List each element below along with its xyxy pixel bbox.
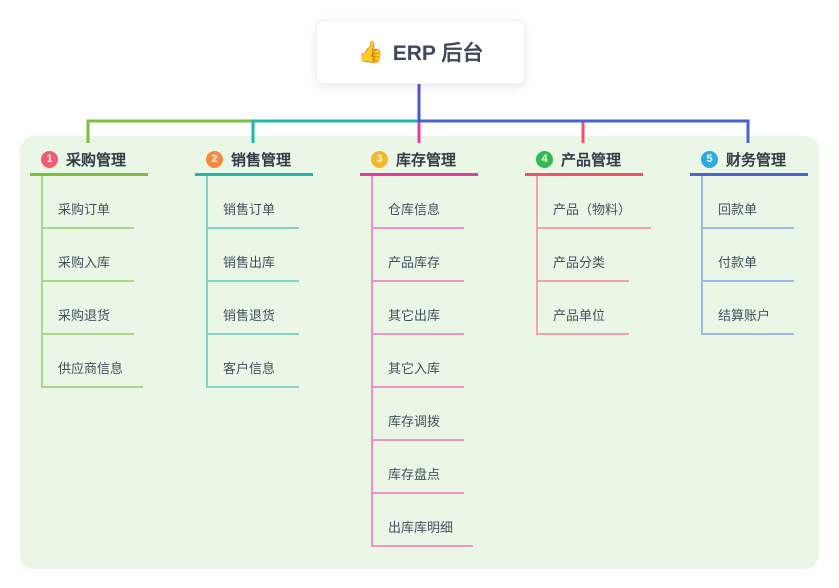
leaf-node-row: 销售退货: [195, 282, 347, 335]
branch-number-badge: 2: [206, 151, 223, 168]
leaf-node[interactable]: 其它入库: [371, 358, 464, 388]
leaf-node-row: 客户信息: [195, 335, 347, 388]
leaf-node-row: 采购退货: [30, 282, 182, 335]
branch-items: 产品（物料） 产品分类 产品单位: [525, 176, 677, 335]
branch-column: 3 库存管理 仓库信息 产品库存 其它出库 其它入库 库存调拨 库存盘点 出库库…: [360, 146, 512, 547]
branch-node-label: 财务管理: [726, 152, 787, 169]
branch-items: 采购订单 采购入库 采购退货 供应商信息: [30, 176, 182, 388]
branch-node[interactable]: 4 产品管理: [525, 146, 643, 176]
leaf-node-row: 结算账户: [690, 282, 839, 335]
leaf-node-row: 产品单位: [525, 282, 677, 335]
leaf-node[interactable]: 采购退货: [41, 305, 134, 335]
branch-column: 2 销售管理 销售订单 销售出库 销售退货 客户信息: [195, 146, 347, 388]
leaf-node-row: 产品库存: [360, 229, 512, 282]
branch-column: 5 财务管理 回款单 付款单 结算账户: [690, 146, 839, 335]
leaf-node[interactable]: 产品库存: [371, 252, 464, 282]
branch-node-label: 库存管理: [396, 152, 457, 169]
leaf-node[interactable]: 采购入库: [41, 252, 134, 282]
branch-number-badge: 4: [536, 151, 553, 168]
leaf-node[interactable]: 产品分类: [536, 252, 629, 282]
leaf-node-row: 采购订单: [30, 176, 182, 229]
leaf-node-row: 其它入库: [360, 335, 512, 388]
leaf-node[interactable]: 采购订单: [41, 199, 134, 229]
leaf-node[interactable]: 销售退货: [206, 305, 299, 335]
leaf-node-row: 回款单: [690, 176, 839, 229]
branch-items: 仓库信息 产品库存 其它出库 其它入库 库存调拨 库存盘点 出库库明细: [360, 176, 512, 547]
thumbs-up-icon: 👍: [357, 40, 384, 64]
branch-node-label: 产品管理: [561, 152, 622, 169]
leaf-node[interactable]: 销售订单: [206, 199, 299, 229]
branch-node[interactable]: 2 销售管理: [195, 146, 313, 176]
leaf-node-row: 出库库明细: [360, 494, 512, 547]
branch-items: 销售订单 销售出库 销售退货 客户信息: [195, 176, 347, 388]
branch-number-badge: 1: [41, 151, 58, 168]
branch-node[interactable]: 1 采购管理: [30, 146, 148, 176]
leaf-node[interactable]: 供应商信息: [41, 358, 144, 388]
leaf-node[interactable]: 结算账户: [701, 305, 794, 335]
leaf-node-row: 产品（物料）: [525, 176, 677, 229]
leaf-node[interactable]: 付款单: [701, 252, 794, 282]
branch-number-badge: 5: [701, 151, 718, 168]
branch-node[interactable]: 5 财务管理: [690, 146, 808, 176]
leaf-node[interactable]: 产品（物料）: [536, 199, 652, 229]
leaf-node-row: 销售出库: [195, 229, 347, 282]
leaf-node-row: 产品分类: [525, 229, 677, 282]
branch-number-badge: 3: [371, 151, 388, 168]
leaf-node[interactable]: 回款单: [701, 199, 794, 229]
leaf-node[interactable]: 产品单位: [536, 305, 629, 335]
leaf-node-row: 库存调拨: [360, 388, 512, 441]
root-node-label: ERP 后台: [392, 42, 484, 65]
leaf-node[interactable]: 库存调拨: [371, 411, 464, 441]
leaf-node-row: 采购入库: [30, 229, 182, 282]
leaf-node-row: 库存盘点: [360, 441, 512, 494]
branch-column: 1 采购管理 采购订单 采购入库 采购退货 供应商信息: [30, 146, 182, 388]
leaf-node[interactable]: 出库库明细: [371, 517, 474, 547]
leaf-node[interactable]: 客户信息: [206, 358, 299, 388]
branch-column: 4 产品管理 产品（物料） 产品分类 产品单位: [525, 146, 677, 335]
leaf-node-row: 其它出库: [360, 282, 512, 335]
leaf-node[interactable]: 仓库信息: [371, 199, 464, 229]
leaf-node-row: 供应商信息: [30, 335, 182, 388]
leaf-node-row: 仓库信息: [360, 176, 512, 229]
leaf-node[interactable]: 其它出库: [371, 305, 464, 335]
leaf-node[interactable]: 库存盘点: [371, 464, 464, 494]
branch-items: 回款单 付款单 结算账户: [690, 176, 839, 335]
leaf-node[interactable]: 销售出库: [206, 252, 299, 282]
leaf-node-row: 销售订单: [195, 176, 347, 229]
branch-node-label: 销售管理: [231, 152, 292, 169]
root-node[interactable]: 👍 ERP 后台: [316, 20, 525, 84]
branch-node[interactable]: 3 库存管理: [360, 146, 478, 176]
leaf-node-row: 付款单: [690, 229, 839, 282]
branch-node-label: 采购管理: [66, 152, 127, 169]
branches-panel: [20, 136, 819, 569]
